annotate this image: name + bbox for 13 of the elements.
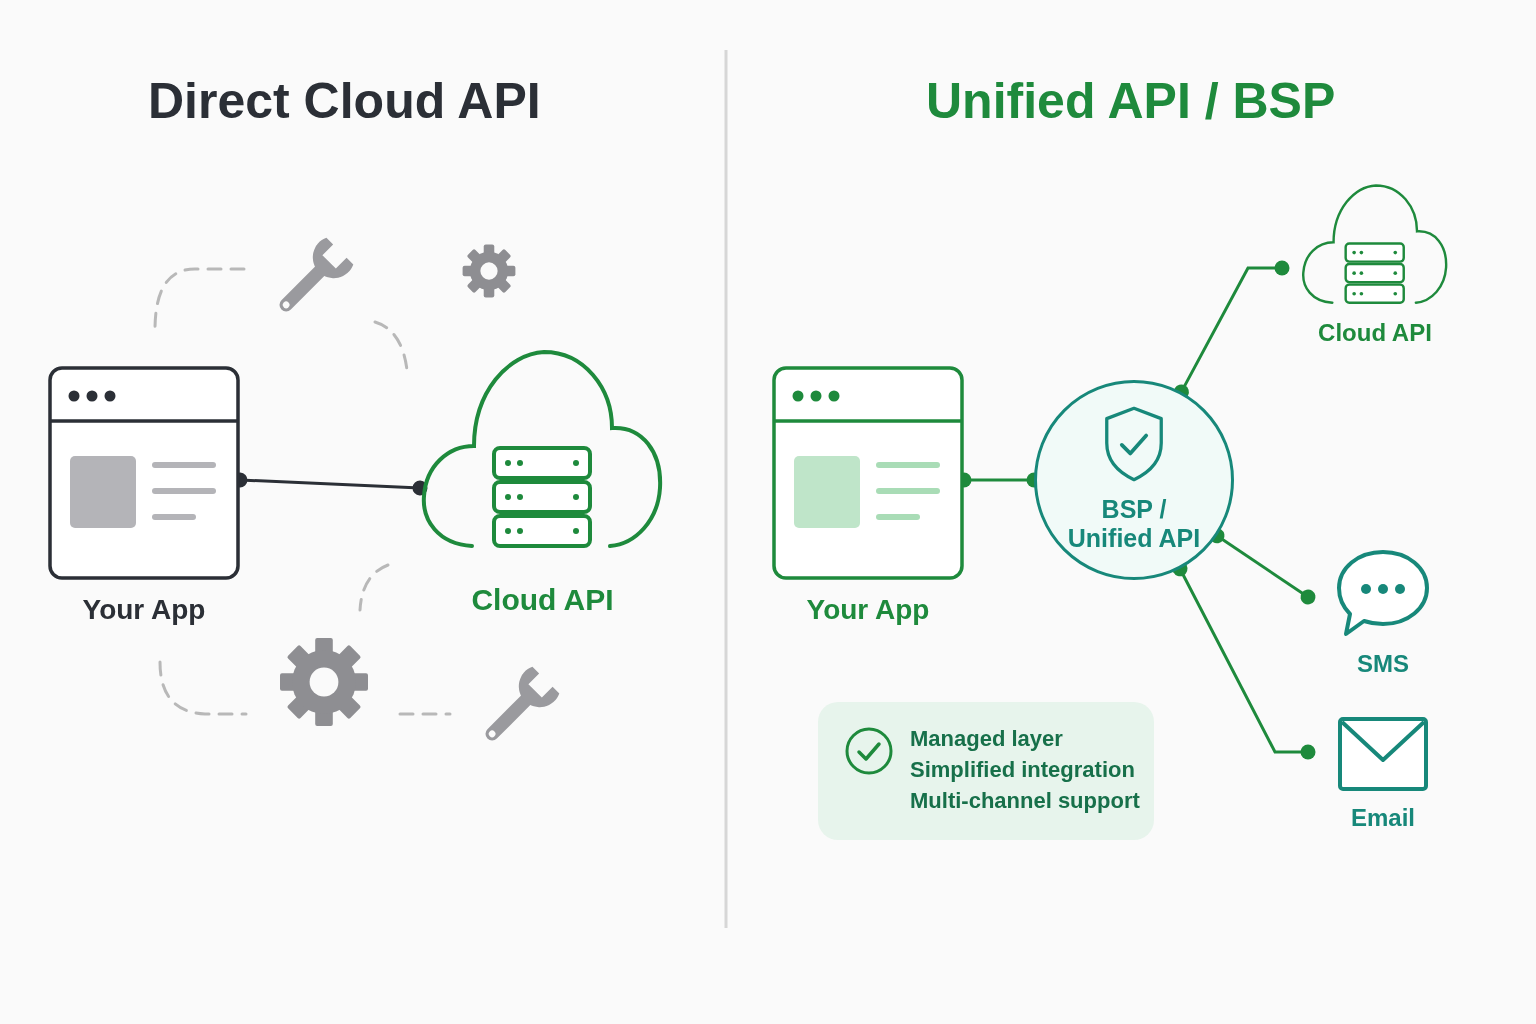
node-label: Your App [805, 594, 931, 626]
section-heading: Direct Cloud API [148, 72, 541, 130]
node-label: Cloud API [470, 583, 615, 617]
feature-text: Simplified integration [910, 757, 1135, 783]
feature-text: Managed layer [910, 726, 1063, 752]
node-label: SMS [1356, 650, 1410, 678]
feature-text: Multi-channel support [910, 788, 1140, 814]
feature-card [818, 702, 1154, 840]
node-label: Cloud API [1317, 319, 1433, 347]
section-heading: Unified API / BSP [926, 72, 1336, 130]
node-label: BSP / Unified API [1066, 495, 1202, 553]
node-label: Email [1350, 804, 1416, 832]
node-label: Your App [81, 594, 207, 626]
